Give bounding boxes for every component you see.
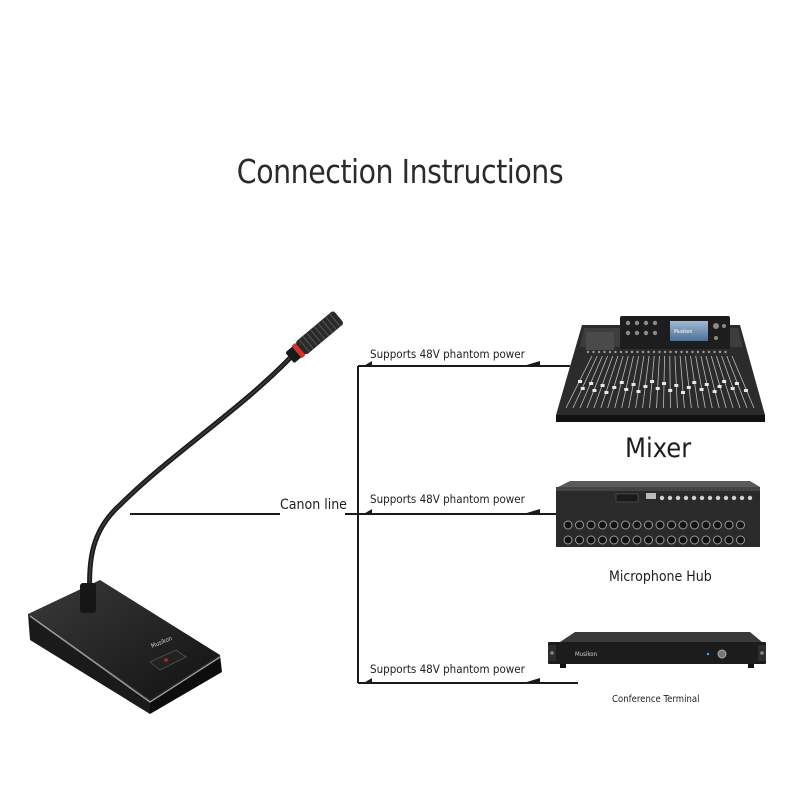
gooseneck (87, 353, 295, 599)
connection-label-mixer: Supports 48V phantom power (370, 347, 526, 361)
gooseneck-microphone: Musikon (28, 311, 343, 714)
terminal-logo: Musikon (575, 651, 597, 658)
microphone-capsule (286, 311, 343, 363)
conference-terminal-device: Musikon (548, 632, 766, 668)
mixer-device: Musikon (556, 316, 765, 422)
connection-lines (130, 365, 578, 684)
connection-label-hub: Supports 48V phantom power (370, 492, 526, 506)
cable-type-label: Canon line (280, 497, 347, 513)
neck-collar (80, 583, 96, 613)
indicator-led (164, 658, 168, 662)
mixer-logo: Musikon (674, 329, 693, 335)
mixer-faders (565, 350, 755, 409)
microphone-hub-device (556, 481, 760, 547)
device-label-terminal: Conference Terminal (612, 694, 699, 705)
microphone-base: Musikon (28, 580, 222, 714)
page-title: Connection Instructions (236, 152, 564, 191)
connection-label-terminal: Supports 48V phantom power (370, 662, 526, 676)
device-label-hub: Microphone Hub (609, 569, 712, 585)
mute-button[interactable] (149, 649, 187, 671)
ring-light (291, 343, 306, 358)
hub-ports (563, 495, 753, 545)
mixer-screen (670, 321, 708, 341)
power-knob (717, 649, 727, 659)
device-label-mixer: Mixer (625, 433, 691, 464)
